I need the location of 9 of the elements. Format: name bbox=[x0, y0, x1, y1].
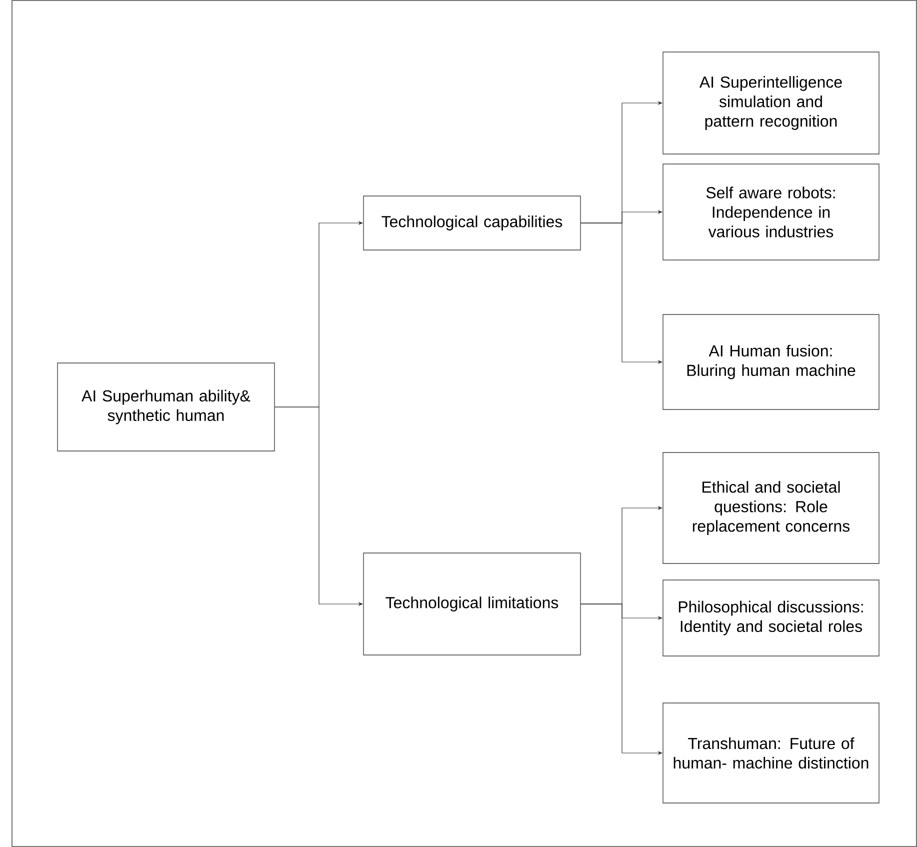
text-box: Technological limitations bbox=[363, 552, 581, 656]
text-box: AI Superintelligence simulation and pattern recognition bbox=[662, 52, 880, 154]
text-box: Self aware robots: Independence in various industries bbox=[662, 164, 880, 260]
text-box: Transhuman: Future of human- machine distinction bbox=[662, 702, 880, 804]
text-box: Ethical and societal questions: Role replacement concerns bbox=[662, 452, 880, 564]
text-box: AI Human fusion: Bluring human machine bbox=[662, 314, 880, 410]
text-box: Technological capabilities bbox=[363, 196, 581, 250]
text-box: AI Superhuman ability& synthetic human bbox=[57, 362, 275, 452]
text-box: Philosophical discussions: Identity and societal roles bbox=[662, 580, 880, 656]
